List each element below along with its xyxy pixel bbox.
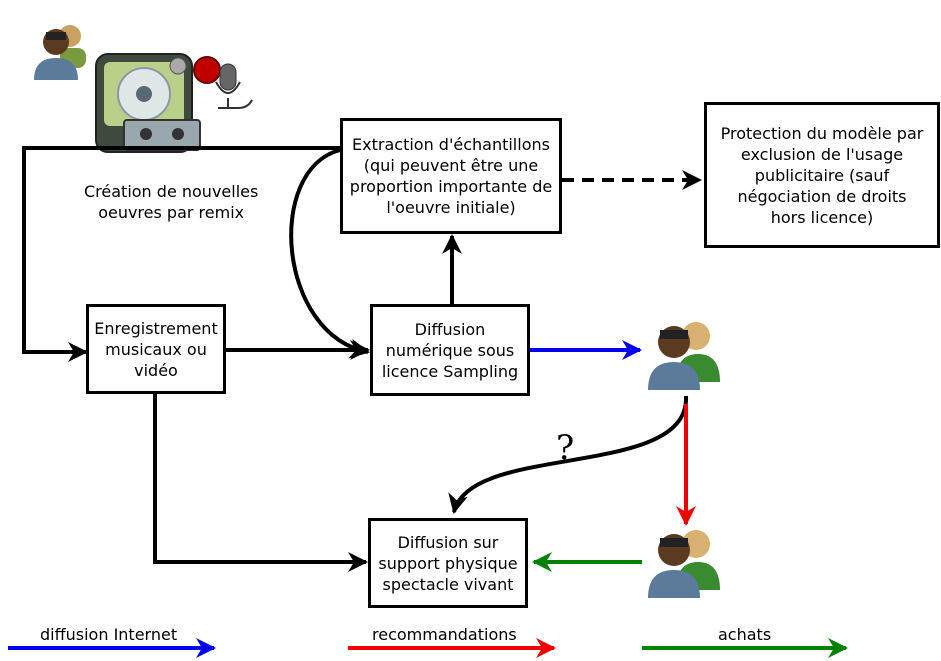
curved-connector	[289, 148, 370, 359]
microphone-icon	[193, 56, 253, 109]
remix-connector	[22, 146, 340, 362]
protection-box: Protection du modèle par exclusion de l'…	[704, 102, 940, 248]
user-icon	[34, 25, 86, 80]
question-label: ?	[556, 428, 575, 468]
user-to-support-curve	[448, 395, 689, 514]
diffusion-numerique-box: Diffusion numérique sous licence Samplin…	[370, 304, 530, 396]
diffusion-support-box: Diffusion sur support physique spectacle…	[368, 518, 528, 608]
legend-internet-label: diffusion Internet	[40, 625, 178, 644]
legend-achats-label: achats	[718, 625, 772, 644]
enregistrement-box: Enregistrement musicaux ou vidéo	[86, 304, 226, 394]
user-icon	[648, 322, 720, 390]
enregistrement-to-support	[153, 394, 368, 572]
media-player-icon	[95, 53, 201, 153]
legend-recommandations-label: recommandations	[372, 625, 517, 644]
creation-label: Création de nouvelles oeuvres par remix	[84, 182, 259, 222]
extraction-box: Extraction d'échantillons (qui peuvent ê…	[340, 118, 562, 234]
user-icon	[648, 530, 720, 598]
